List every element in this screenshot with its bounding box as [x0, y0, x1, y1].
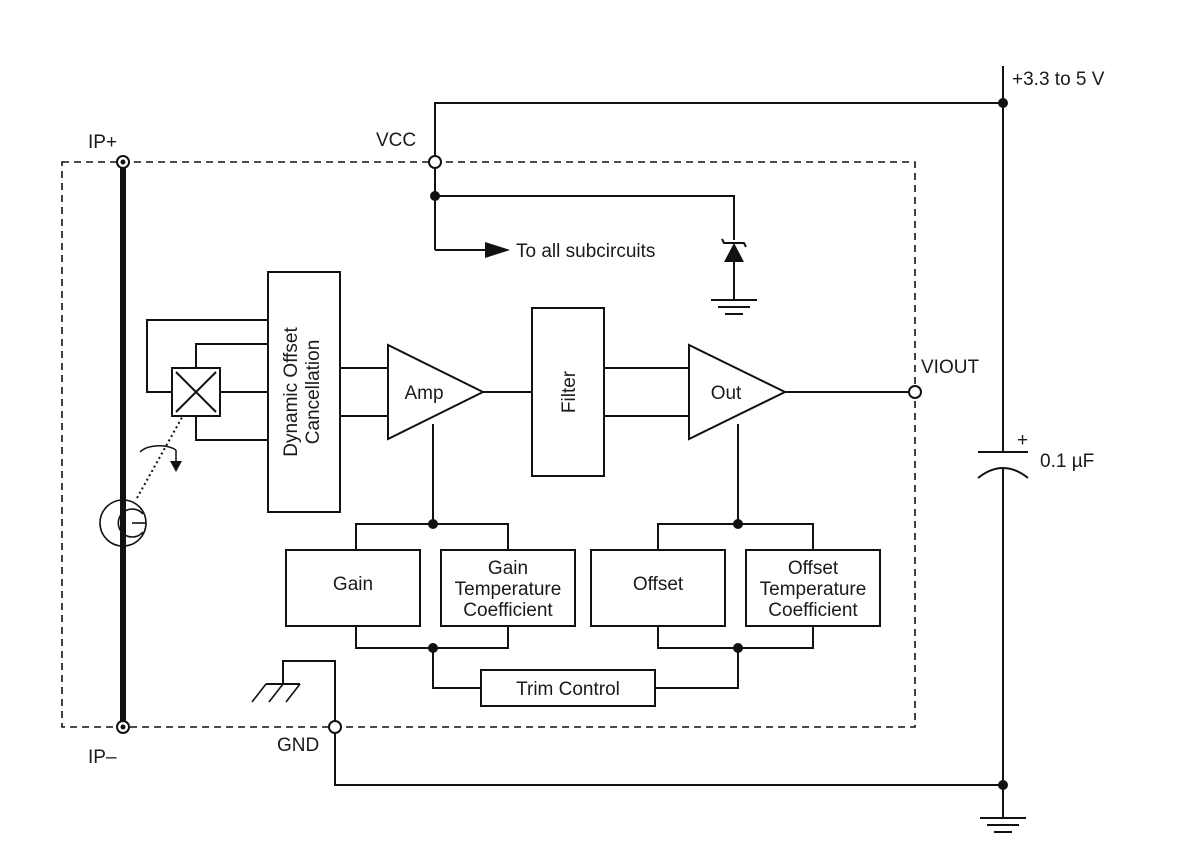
gain-temperature-coefficient-block	[440, 549, 576, 627]
hall-wiring	[146, 319, 268, 441]
out-block	[688, 343, 788, 441]
offset-tc-label-line1: Offset	[788, 558, 839, 579]
amp-label: Amp	[404, 383, 443, 404]
supply-voltage-label: +3.3 to 5 V	[1012, 69, 1105, 90]
package-boundary	[61, 161, 916, 728]
gain-block	[285, 549, 421, 627]
gain-tc-label-line2: Temperature	[455, 579, 562, 600]
amp-trim-wiring	[355, 424, 509, 550]
trim-control-wiring	[355, 626, 814, 689]
subcircuit-arrow-icon	[485, 242, 510, 258]
offset-tc-label-line2: Temperature	[760, 579, 867, 600]
gain-tc-label-line3: Coefficient	[463, 600, 553, 621]
field-coupling-line	[136, 411, 186, 499]
external-ground-icon	[980, 817, 1026, 833]
chassis-ground-icon	[251, 683, 301, 703]
gnd-return-wire	[334, 733, 1003, 786]
offset-tc-label-line3: Coefficient	[768, 600, 858, 621]
dynamic-offset-label-line1: Dynamic Offset	[281, 327, 302, 457]
to-all-subcircuits-label: To all subcircuits	[516, 241, 655, 262]
out-label: Out	[711, 383, 742, 404]
viout-pin	[908, 385, 922, 399]
capacitor-value-label: 0.1 µF	[1040, 451, 1094, 472]
dynamic-offset-cancellation-block	[267, 271, 341, 513]
vcc-label: VCC	[376, 130, 416, 151]
magnetic-field-icon	[99, 499, 147, 547]
viout-label: VIOUT	[921, 357, 979, 378]
offset-block	[590, 549, 726, 627]
gain-tc-label-line1: Gain	[488, 558, 528, 579]
gnd-pin	[328, 720, 342, 734]
gain-label: Gain	[333, 574, 373, 595]
current-conductor	[116, 155, 130, 734]
capacitor-plus-label: +	[1017, 430, 1028, 451]
rotation-arrow-icon	[139, 445, 182, 472]
filter-block	[531, 307, 605, 477]
trim-control-block	[480, 669, 656, 707]
trim-control-label: Trim Control	[516, 679, 620, 700]
vcc-supply-wire	[434, 102, 1003, 156]
offset-label: Offset	[633, 574, 684, 595]
ip-plus-label: IP+	[88, 132, 117, 153]
internal-ground-icon	[711, 299, 757, 315]
vcc-pin	[428, 155, 442, 169]
amp-block	[387, 343, 486, 441]
chassis-ground-wire	[282, 660, 336, 721]
out-trim-wiring	[657, 424, 814, 550]
dynamic-offset-label-line2: Cancellation	[303, 340, 324, 445]
zener-feed-wire	[435, 195, 735, 240]
zener-diode-icon	[721, 238, 747, 300]
gnd-label: GND	[277, 735, 319, 756]
filter-label: Filter	[559, 370, 580, 413]
ip-minus-label: IP–	[88, 747, 117, 768]
